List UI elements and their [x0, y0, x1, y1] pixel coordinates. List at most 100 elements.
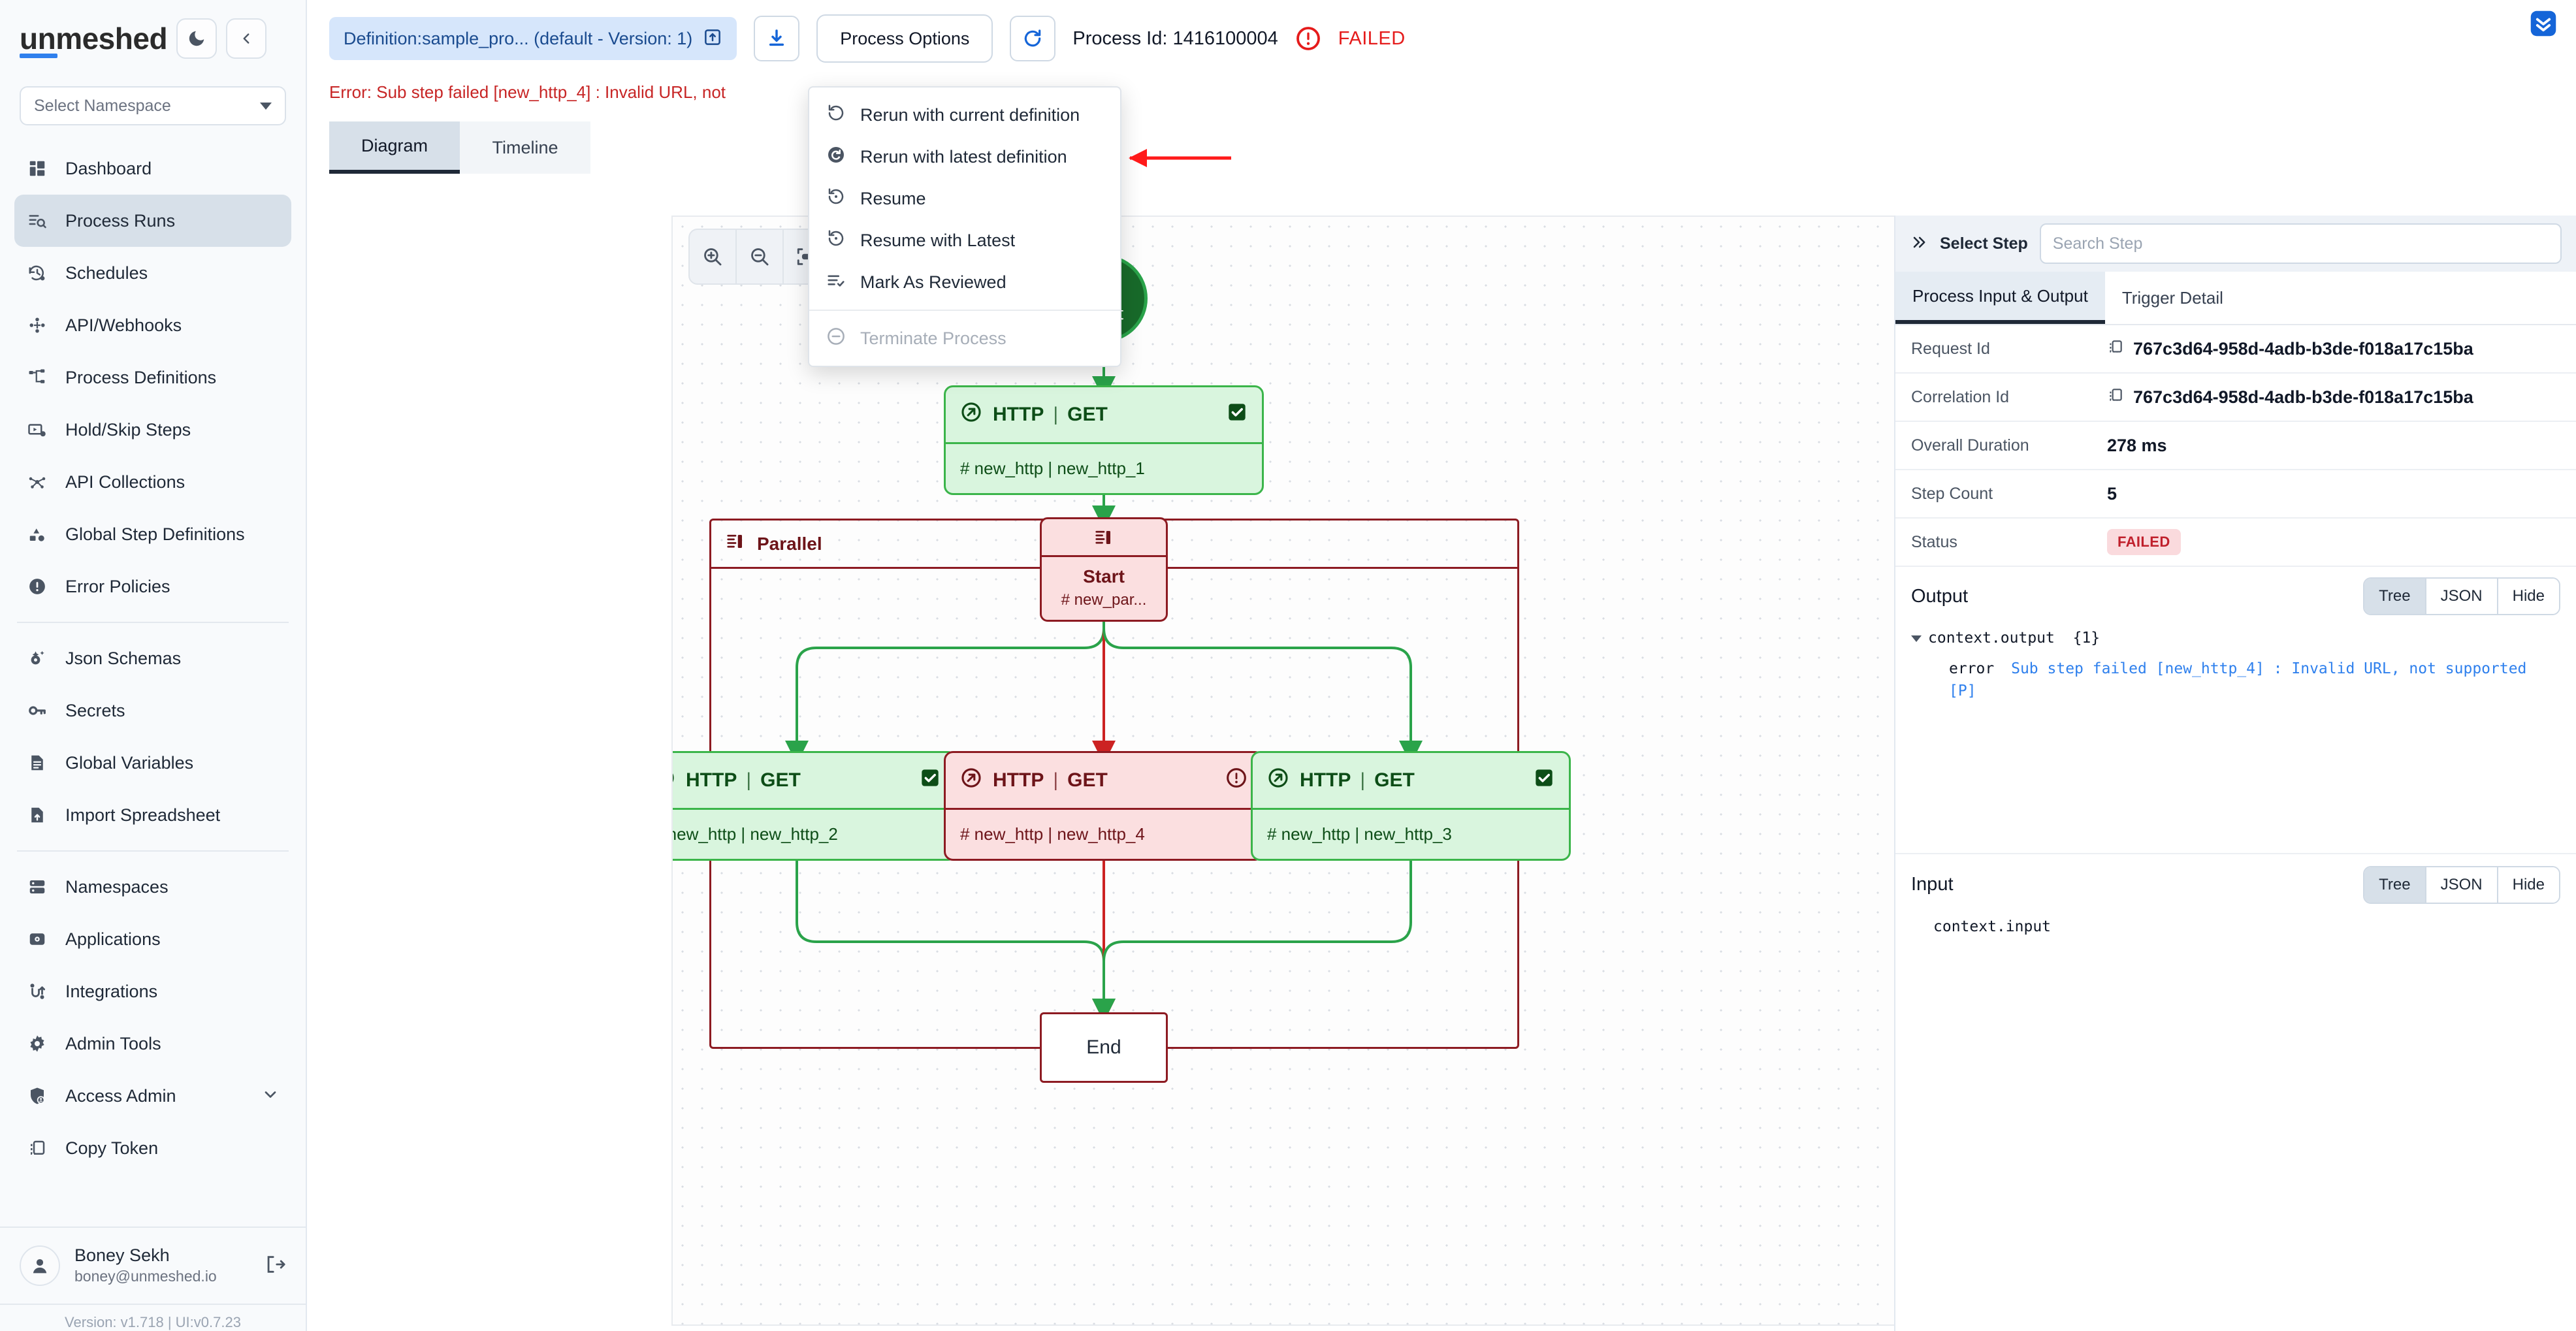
double-chevron-down-icon: [2530, 10, 2556, 37]
menu-item-rerun-current[interactable]: Rerun with current definition: [809, 94, 1120, 136]
detail-panel: Select Step Search Step Process Input & …: [1894, 216, 2576, 1331]
sidebar-item-error-policies[interactable]: Error Policies: [14, 560, 291, 613]
collapse-all-button[interactable]: [2529, 9, 2558, 41]
chevron-down-icon[interactable]: [261, 1085, 280, 1107]
input-tree[interactable]: context.input: [1895, 910, 2576, 938]
field-step-count: Step Count 5: [1895, 470, 2576, 519]
open-external-icon[interactable]: [703, 27, 722, 50]
sidebar-item-copy-token[interactable]: Copy Token: [14, 1122, 291, 1174]
menu-item-rerun-latest[interactable]: Rerun with latest definition: [809, 136, 1120, 178]
menu-item-label: Resume: [860, 188, 926, 208]
diagram-node-http-3[interactable]: HTTP | GET # new_http | new_http_3: [1251, 751, 1571, 861]
logout-icon[interactable]: [264, 1253, 286, 1279]
step-title: HTTP: [686, 769, 737, 791]
zoom-in-button[interactable]: [690, 230, 737, 283]
menu-item-resume[interactable]: Resume: [809, 178, 1120, 219]
sidebar-item-namespaces[interactable]: Namespaces: [14, 861, 291, 913]
annotation-arrow: [1129, 149, 1231, 167]
sidebar-item-api-collections[interactable]: API Collections: [14, 456, 291, 508]
step-title: HTTP: [993, 404, 1044, 425]
start-subtitle: # new_par...: [1061, 591, 1147, 609]
sidebar-item-dashboard[interactable]: Dashboard: [14, 142, 291, 195]
process-options-button[interactable]: Process Options: [816, 14, 993, 63]
sidebar-item-label: Dashboard: [65, 158, 152, 178]
diagram-node-http-4[interactable]: HTTP | GET # new_http | new_http_4: [944, 751, 1264, 861]
input-view-json[interactable]: JSON: [2426, 867, 2498, 903]
download-button[interactable]: [754, 16, 800, 61]
tab-timeline[interactable]: Timeline: [460, 121, 590, 174]
copy-icon[interactable]: [2107, 387, 2124, 408]
sidebar-item-access-admin[interactable]: Access Admin: [14, 1070, 291, 1122]
zoom-out-button[interactable]: [737, 230, 784, 283]
json-schemas-icon: [26, 647, 48, 669]
key-icon: [26, 699, 48, 722]
schedules-icon: [26, 262, 48, 284]
minus-circle-icon: [826, 327, 846, 351]
sidebar-item-process-runs[interactable]: Process Runs: [14, 195, 291, 247]
sidebar-item-applications[interactable]: Applications: [14, 913, 291, 965]
sidebar-item-label: Error Policies: [65, 576, 170, 596]
namespace-select[interactable]: Select Namespace: [20, 86, 286, 125]
sidebar-item-global-variables[interactable]: Global Variables: [14, 737, 291, 789]
sidebar-item-schedules[interactable]: Schedules: [14, 247, 291, 299]
step-title: HTTP: [993, 769, 1044, 791]
webhooks-icon: [26, 314, 48, 336]
brand-row: unmeshed: [0, 0, 306, 65]
refresh-button[interactable]: [1010, 16, 1056, 61]
menu-item-terminate-process[interactable]: Terminate Process: [809, 317, 1120, 359]
sidebar-item-global-step-definitions[interactable]: Global Step Definitions: [14, 508, 291, 560]
diagram-node-http-1[interactable]: HTTP | GET # new_http | new_http_1: [944, 385, 1264, 495]
sidebar-item-label: Process Runs: [65, 210, 176, 231]
field-value: 278 ms: [2107, 435, 2167, 455]
output-tree[interactable]: context.output {1} error Sub step failed…: [1895, 622, 2576, 703]
tab-diagram[interactable]: Diagram: [329, 121, 460, 174]
sidebar-item-label: Admin Tools: [65, 1033, 161, 1053]
field-label: Status: [1911, 532, 1957, 551]
output-root-count: {1}: [2072, 630, 2101, 647]
step-title: HTTP: [1300, 769, 1351, 791]
menu-item-resume-latest[interactable]: Resume with Latest: [809, 219, 1120, 261]
step-method: GET: [1067, 769, 1108, 791]
double-chevron-right-icon[interactable]: [1910, 233, 1928, 255]
output-view-tree[interactable]: Tree: [2364, 579, 2426, 614]
sidebar-item-import-spreadsheet[interactable]: Import Spreadsheet: [14, 789, 291, 841]
sidebar-item-process-definitions[interactable]: Process Definitions: [14, 351, 291, 404]
alert-circle-icon: [1225, 767, 1248, 794]
output-view-json[interactable]: JSON: [2426, 579, 2498, 614]
sidebar-item-integrations[interactable]: Integrations: [14, 965, 291, 1018]
sidebar-item-json-schemas[interactable]: Json Schemas: [14, 632, 291, 684]
menu-item-mark-reviewed[interactable]: Mark As Reviewed: [809, 261, 1120, 303]
error-banner: Error: Sub step failed [new_http_4] : In…: [329, 82, 726, 102]
diagram-node-end[interactable]: End: [1040, 1012, 1168, 1083]
diagram-node-http-2[interactable]: HTTP | GET # new_http | new_http_2: [673, 751, 957, 861]
sidebar-item-hold-skip-steps[interactable]: Hold/Skip Steps: [14, 404, 291, 456]
expand-triangle-icon[interactable]: [1911, 635, 1922, 642]
global-step-icon: [26, 523, 48, 545]
sidebar-item-secrets[interactable]: Secrets: [14, 684, 291, 737]
output-root-row[interactable]: context.output {1}: [1911, 627, 2560, 650]
sidebar-item-api-webhooks[interactable]: API/Webhooks: [14, 299, 291, 351]
collapse-sidebar-button[interactable]: [226, 18, 267, 59]
field-value: 767c3d64-958d-4adb-b3de-f018a17c15ba: [2133, 387, 2473, 407]
sidebar-item-label: Hold/Skip Steps: [65, 419, 191, 440]
sidebar-item-label: Copy Token: [65, 1138, 159, 1158]
tab-trigger-detail[interactable]: Trigger Detail: [2121, 287, 2223, 308]
tab-process-input-output[interactable]: Process Input & Output: [1895, 272, 2105, 324]
definition-chip[interactable]: Definition:sample_pro... (default - Vers…: [329, 17, 737, 60]
namespace-placeholder: Select Namespace: [34, 96, 171, 115]
input-view-hide[interactable]: Hide: [2498, 867, 2559, 903]
field-correlation-id: Correlation Id 767c3d64-958d-4adb-b3de-f…: [1895, 374, 2576, 422]
copy-icon[interactable]: [2107, 338, 2124, 360]
search-step-input[interactable]: Search Step: [2039, 223, 2562, 264]
input-view-tree[interactable]: Tree: [2364, 867, 2426, 903]
output-view-hide[interactable]: Hide: [2498, 579, 2559, 614]
diagram-node-parallel-start[interactable]: Start # new_par...: [1040, 517, 1168, 622]
sidebar-item-label: Global Step Definitions: [65, 524, 245, 544]
zoom-in-icon: [704, 248, 722, 266]
process-options-menu[interactable]: Rerun with current definition Rerun with…: [808, 86, 1121, 367]
rotate-ccw-filled-icon: [826, 145, 846, 169]
parallel-label: Parallel: [757, 533, 822, 554]
user-profile[interactable]: Boney Sekh boney@unmeshed.io: [0, 1227, 306, 1304]
sidebar-item-admin-tools[interactable]: Admin Tools: [14, 1018, 291, 1070]
theme-toggle-button[interactable]: [176, 18, 217, 59]
